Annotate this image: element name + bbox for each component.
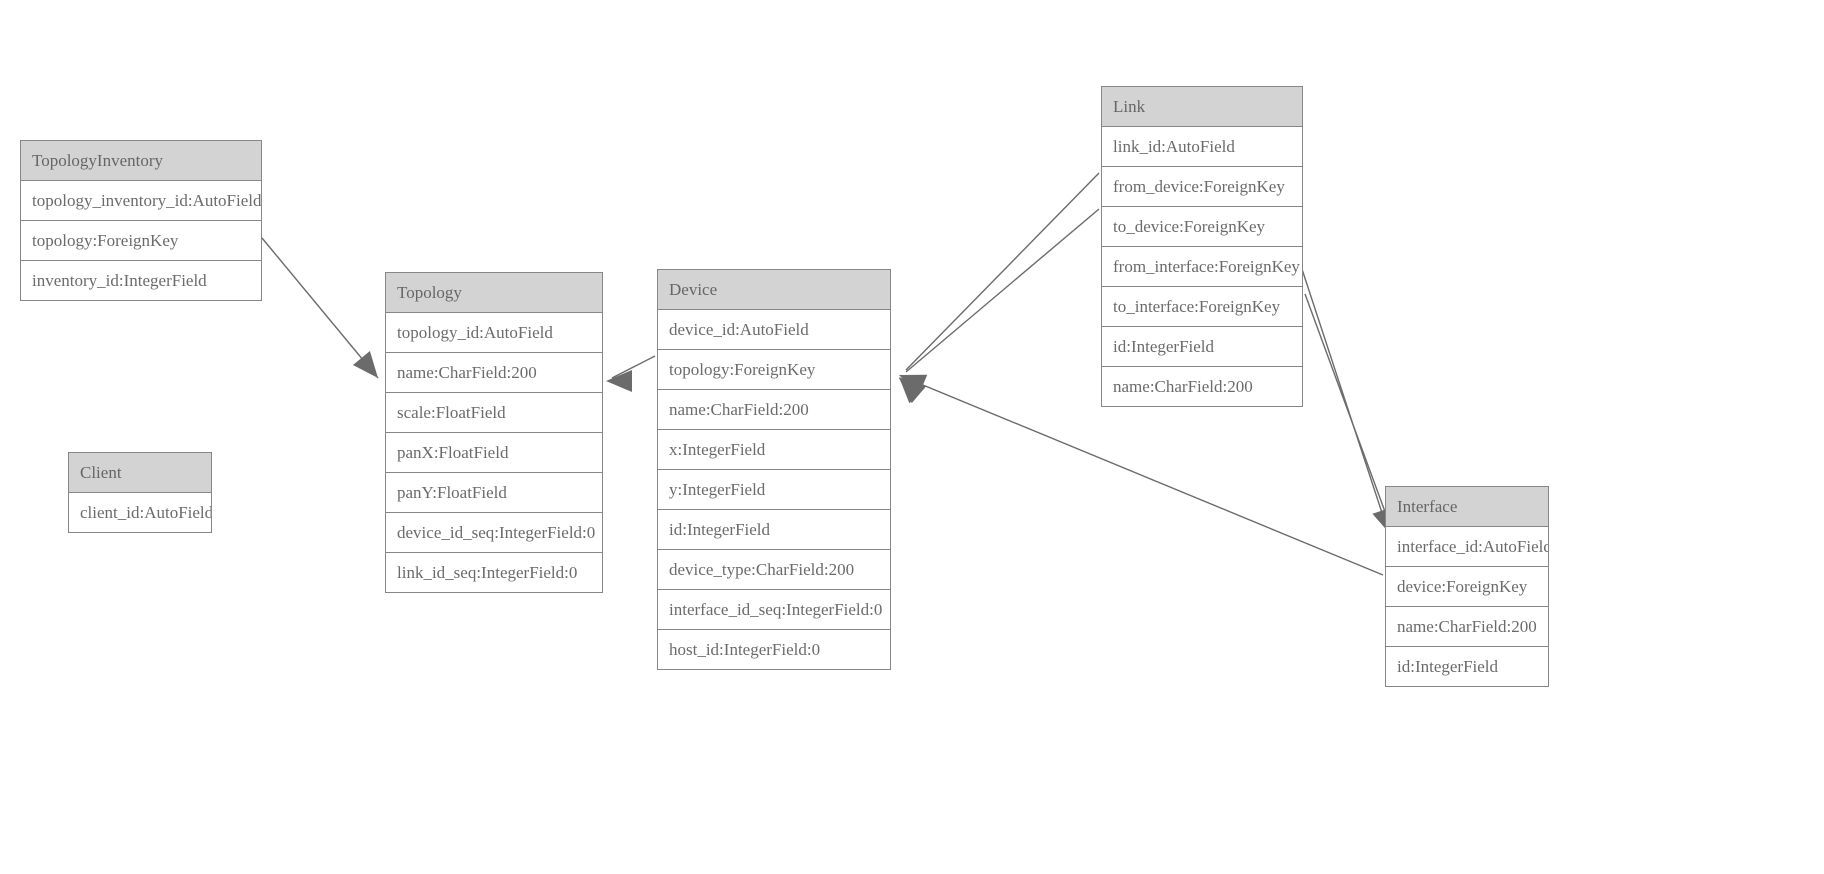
relationship-arrowhead xyxy=(899,377,926,404)
entity-field: device_id:AutoField xyxy=(658,310,890,350)
entity-field: interface_id_seq:IntegerField:0 xyxy=(658,590,890,630)
entity-field: link_id_seq:IntegerField:0 xyxy=(386,553,602,593)
relationship-arrowhead xyxy=(899,378,926,404)
relationship-arrowhead xyxy=(352,350,378,378)
entity-field: host_id:IntegerField:0 xyxy=(658,630,890,670)
entity-field: topology:ForeignKey xyxy=(658,350,890,390)
entity-field: name:CharField:200 xyxy=(658,390,890,430)
entity-field: interface_id:AutoField xyxy=(1386,527,1548,567)
entity-field: topology:ForeignKey xyxy=(21,221,261,261)
entity-title-topology: Topology xyxy=(386,273,602,313)
relationship-arrowhead xyxy=(899,374,928,396)
entity-field: from_device:ForeignKey xyxy=(1102,167,1302,207)
entity-field: device:ForeignKey xyxy=(1386,567,1548,607)
relationship-line xyxy=(905,208,1100,373)
entity-field: device_type:CharField:200 xyxy=(658,550,890,590)
entity-field: to_device:ForeignKey xyxy=(1102,207,1302,247)
relationship-line xyxy=(1304,293,1392,529)
entity-title-client: Client xyxy=(69,453,211,493)
entity-field: panY:FloatField xyxy=(386,473,602,513)
entity-field: panX:FloatField xyxy=(386,433,602,473)
entity-field: name:CharField:200 xyxy=(386,353,602,393)
relationship-arrowhead xyxy=(606,370,632,392)
entity-field: device_id_seq:IntegerField:0 xyxy=(386,513,602,553)
entity-title-device: Device xyxy=(658,270,890,310)
entity-field: x:IntegerField xyxy=(658,430,890,470)
entity-field: name:CharField:200 xyxy=(1386,607,1548,647)
entity-field: scale:FloatField xyxy=(386,393,602,433)
relationship-line xyxy=(905,377,1384,576)
entity-field: link_id:AutoField xyxy=(1102,127,1302,167)
entity-field: id:IntegerField xyxy=(658,510,890,550)
relationship-line xyxy=(1298,259,1387,526)
entity-title-interface: Interface xyxy=(1386,487,1548,527)
relationship-line xyxy=(261,237,379,379)
entity-field: topology_inventory_id:AutoField xyxy=(21,181,261,221)
entity-field: topology_id:AutoField xyxy=(386,313,602,353)
entity-field: client_id:AutoField xyxy=(69,493,211,533)
relationship-line xyxy=(905,172,1100,371)
entity-field: id:IntegerField xyxy=(1386,647,1548,687)
entity-field: to_interface:ForeignKey xyxy=(1102,287,1302,327)
entity-field: y:IntegerField xyxy=(658,470,890,510)
entity-field: from_interface:ForeignKey xyxy=(1102,247,1302,287)
relationship-line xyxy=(611,355,656,379)
entity-field: name:CharField:200 xyxy=(1102,367,1302,407)
entity-field: id:IntegerField xyxy=(1102,327,1302,367)
entity-title-topologyinventory: TopologyInventory xyxy=(21,141,261,181)
entity-field: inventory_id:IntegerField xyxy=(21,261,261,301)
entity-title-link: Link xyxy=(1102,87,1302,127)
